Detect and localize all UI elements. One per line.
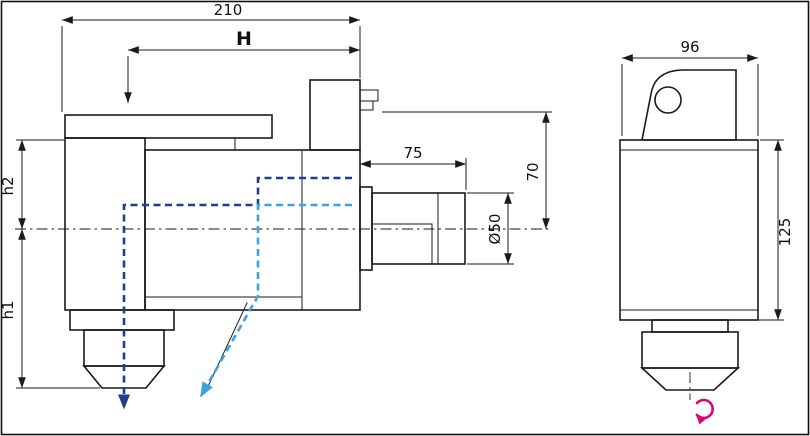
dim-70-label: 70	[524, 162, 542, 181]
shank-serration	[371, 223, 433, 265]
rotation-arrow-icon	[695, 398, 714, 425]
dim-H-label: H	[236, 28, 252, 50]
front-view: 96 125	[619, 38, 794, 425]
coolant-paths	[118, 176, 352, 410]
top-plate-outline	[64, 114, 273, 139]
collet-taper-side	[82, 365, 166, 389]
side-view: 210 H 75 70 Ø50 h2 h1	[0, 1, 552, 410]
front-view-body	[619, 69, 759, 400]
clamp-surface-ribbed	[64, 137, 146, 311]
side-view-dimensions: 210 H 75 70 Ø50 h2 h1	[0, 1, 552, 389]
dim-dia50-label: Ø50	[486, 214, 504, 245]
main-body-outline	[144, 149, 361, 311]
spindle-housing-outline	[69, 309, 175, 331]
shank-flange-outline	[359, 186, 373, 271]
coolant-path-angular	[199, 203, 352, 398]
front-body-ribbed	[619, 139, 759, 321]
collet-taper-front	[639, 367, 741, 391]
bracket-hole	[654, 86, 682, 114]
dim-210-label: 210	[214, 1, 243, 19]
shank-cylinder-outline	[371, 192, 466, 265]
dim-h2-label: h2	[0, 176, 17, 195]
collet-nut-front	[641, 331, 739, 369]
front-view-dimensions: 96 125	[621, 38, 794, 321]
clamp-bolt-shank	[359, 100, 374, 111]
dim-h1-label: h1	[0, 300, 17, 319]
side-view-body	[64, 79, 466, 394]
dim-125-label: 125	[776, 218, 794, 247]
clamp-block-outline	[309, 79, 361, 151]
clamp-bolt-head	[359, 89, 379, 102]
mounting-bracket-outline	[641, 69, 737, 141]
dim-96-label: 96	[680, 38, 699, 56]
dim-75-label: 75	[403, 144, 422, 162]
front-spindle-step	[651, 319, 729, 333]
